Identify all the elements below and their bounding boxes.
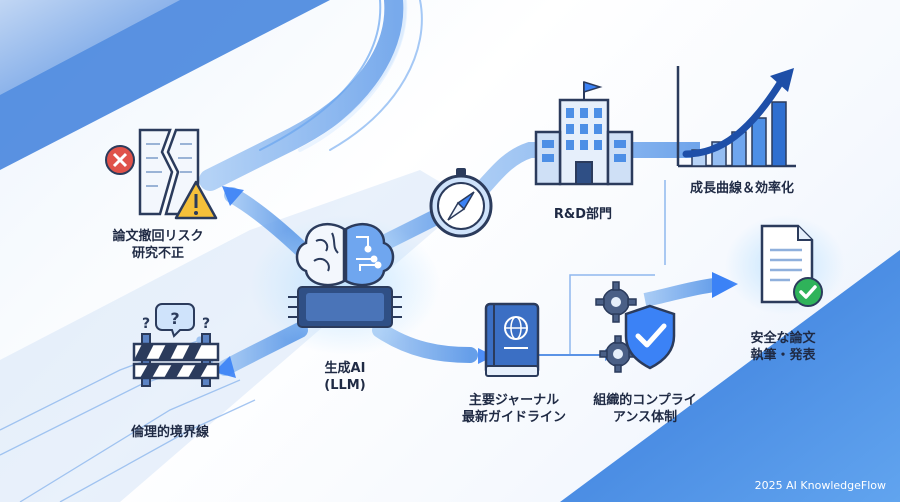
- bottom-right-band: [560, 250, 900, 502]
- gen-ai-line2: (LLM): [324, 378, 366, 393]
- gen-ai-line1: 生成AI: [324, 361, 366, 376]
- svg-text:?: ?: [202, 316, 210, 332]
- journal-book-icon: [484, 302, 540, 377]
- journal-line2: 最新ガイドライン: [461, 410, 566, 425]
- compliance-line2: アンス体制: [612, 410, 678, 425]
- shield-check-icon: [624, 304, 676, 370]
- compliance-line1: 組織的コンプライ: [593, 393, 697, 408]
- retraction-risk-line2: 研究不正: [131, 246, 184, 261]
- retraction-risk-line1: 論文撤回リスク: [112, 229, 204, 244]
- journal-guideline-label: 主要ジャーナル 最新ガイドライン: [456, 392, 572, 426]
- gen-ai-label: 生成AI (LLM): [300, 360, 390, 394]
- brain-chip-icon: [288, 223, 402, 328]
- gear-icon: [595, 281, 676, 373]
- torn-document-icon: [105, 128, 218, 220]
- safe-paper-label: 安全な論文 執筆・発表: [728, 330, 838, 364]
- compliance-label: 組織的コンプライ アンス体制: [580, 392, 710, 426]
- svg-text:?: ?: [170, 309, 179, 328]
- journal-line1: 主要ジャーナル: [468, 393, 560, 408]
- safe-document-icon: [760, 224, 823, 307]
- rd-department-label: R&D部門: [553, 207, 613, 222]
- barrier-icon: ? ? ?: [132, 303, 220, 387]
- growth-curve-label: 成長曲線＆効率化: [689, 181, 794, 196]
- compass-icon: [429, 168, 493, 238]
- ethical-boundary-label: 倫理的境界線: [130, 425, 209, 440]
- svg-text:?: ?: [142, 316, 150, 332]
- safe-paper-line2: 執筆・発表: [750, 348, 816, 363]
- retraction-risk-label: 論文撤回リスク 研究不正: [98, 228, 218, 262]
- building-icon: [534, 80, 634, 186]
- question-mark-icon: ? ? ?: [142, 303, 210, 338]
- growth-chart-icon: [676, 66, 796, 168]
- warning-triangle-icon: [174, 180, 218, 220]
- watermark: 2025 AI KnowledgeFlow: [754, 479, 886, 492]
- safe-paper-line1: 安全な論文: [750, 331, 816, 346]
